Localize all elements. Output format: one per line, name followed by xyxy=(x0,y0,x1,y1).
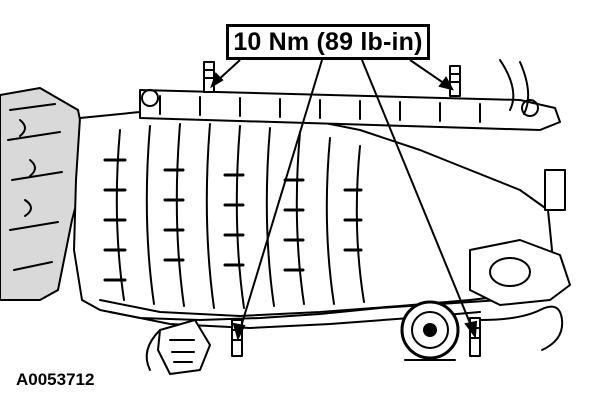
fuel-rail xyxy=(139,59,561,131)
arrowhead-bottom-right xyxy=(464,320,478,339)
bolt-top-right xyxy=(449,65,461,97)
torque-callout: 10 Nm (89 lb-in) xyxy=(226,24,430,60)
throttle-body xyxy=(469,169,571,306)
bolt-top-left xyxy=(203,61,215,93)
wiring-connector xyxy=(145,319,211,375)
torque-callout-label: 10 Nm (89 lb-in) xyxy=(233,27,423,56)
arrowhead-bottom-left xyxy=(232,322,246,341)
figure-id-label: A0053712 xyxy=(16,370,95,389)
torque-leader-lines xyxy=(210,59,478,341)
vacuum-hose xyxy=(479,305,564,351)
arrowhead-top-right xyxy=(438,76,454,91)
arrowhead-top-left xyxy=(210,72,224,89)
pcv-valve-assembly xyxy=(400,300,460,361)
engine-block-left xyxy=(0,87,89,301)
manifold-body xyxy=(73,107,553,329)
